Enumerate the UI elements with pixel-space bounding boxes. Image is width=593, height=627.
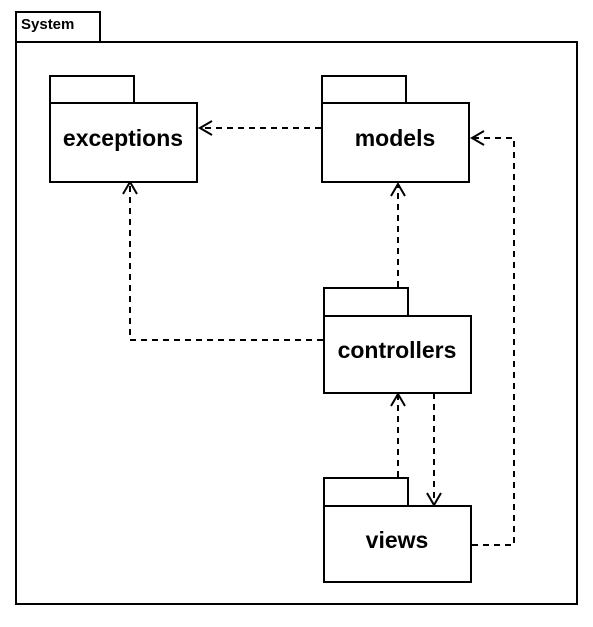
package-controllers-tab	[323, 287, 409, 317]
package-views: views	[323, 477, 472, 583]
arrowhead-models-from-controllers	[390, 182, 406, 197]
dep-controllers-to-exceptions	[129, 182, 323, 341]
package-views-label: views	[366, 527, 429, 553]
package-models-body	[321, 102, 470, 183]
package-exceptions: exceptions	[49, 75, 198, 183]
system-frame-label: System	[21, 16, 74, 33]
dep-views-to-models	[472, 137, 515, 546]
package-controllers-body	[323, 315, 472, 394]
arrowhead-models-from-views	[470, 130, 485, 146]
package-models: models	[321, 75, 470, 183]
package-views-body	[323, 505, 472, 583]
package-exceptions-label: exceptions	[63, 125, 183, 151]
arrowhead-exceptions-from-models	[198, 120, 213, 136]
package-controllers: controllers	[323, 287, 472, 394]
package-exceptions-body	[49, 102, 198, 183]
package-controllers-label: controllers	[338, 337, 457, 363]
package-views-tab	[323, 477, 409, 507]
package-exceptions-tab	[49, 75, 135, 104]
package-models-tab	[321, 75, 407, 104]
package-models-label: models	[355, 125, 436, 151]
